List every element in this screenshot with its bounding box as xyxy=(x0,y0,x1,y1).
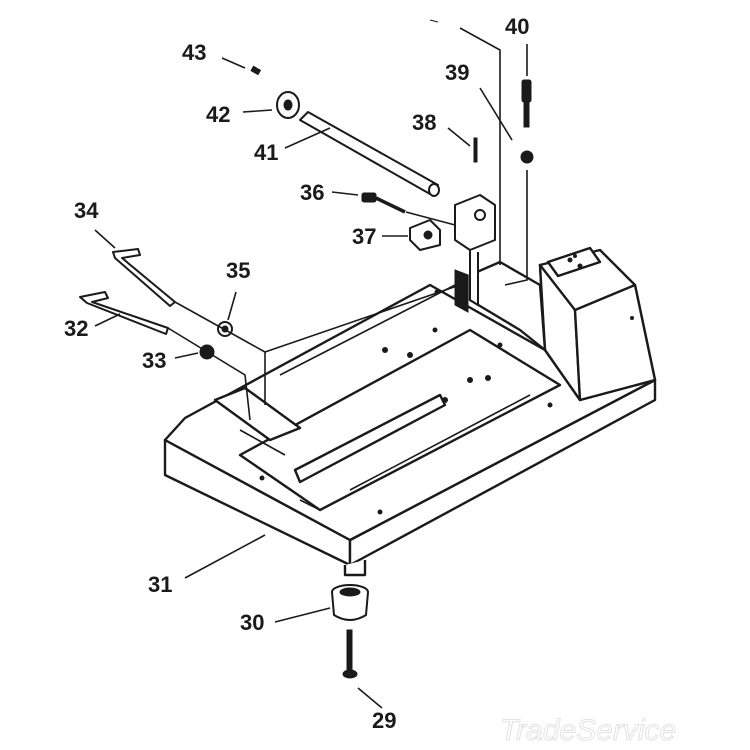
callout-labels: 29 30 31 32 33 34 35 36 37 38 39 40 41 4… xyxy=(64,14,529,733)
clamp-bracket xyxy=(454,194,496,313)
callout-32: 32 xyxy=(64,316,88,341)
watermark: TradeService xyxy=(500,714,676,747)
bracket-pin xyxy=(473,137,478,163)
callout-41: 41 xyxy=(254,140,278,165)
tall-bolt xyxy=(520,79,534,164)
callout-42: 42 xyxy=(206,102,230,127)
bracket-plate xyxy=(409,219,441,251)
callout-36: 36 xyxy=(300,180,324,205)
hex-wrench-small xyxy=(79,291,169,335)
callout-30: 30 xyxy=(240,610,264,635)
support-rod xyxy=(299,111,440,197)
leader-lines xyxy=(94,44,528,709)
callout-40: 40 xyxy=(505,14,529,39)
callout-34: 34 xyxy=(74,198,99,223)
rod-screw xyxy=(250,65,262,76)
callout-29: 29 xyxy=(372,708,396,733)
bracket-bolt xyxy=(361,192,406,214)
callout-38: 38 xyxy=(412,110,436,135)
rod-washer xyxy=(276,91,300,119)
saw-base xyxy=(163,246,657,577)
callout-31: 31 xyxy=(148,572,172,597)
hex-wrench-large xyxy=(112,248,176,307)
callout-35: 35 xyxy=(226,258,250,283)
rubber-foot xyxy=(331,584,369,621)
callout-39: 39 xyxy=(445,60,469,85)
callout-43: 43 xyxy=(182,40,206,65)
callout-33: 33 xyxy=(142,348,166,373)
foot-screw xyxy=(342,629,358,679)
callout-37: 37 xyxy=(352,224,376,249)
guide-lines xyxy=(167,19,528,421)
